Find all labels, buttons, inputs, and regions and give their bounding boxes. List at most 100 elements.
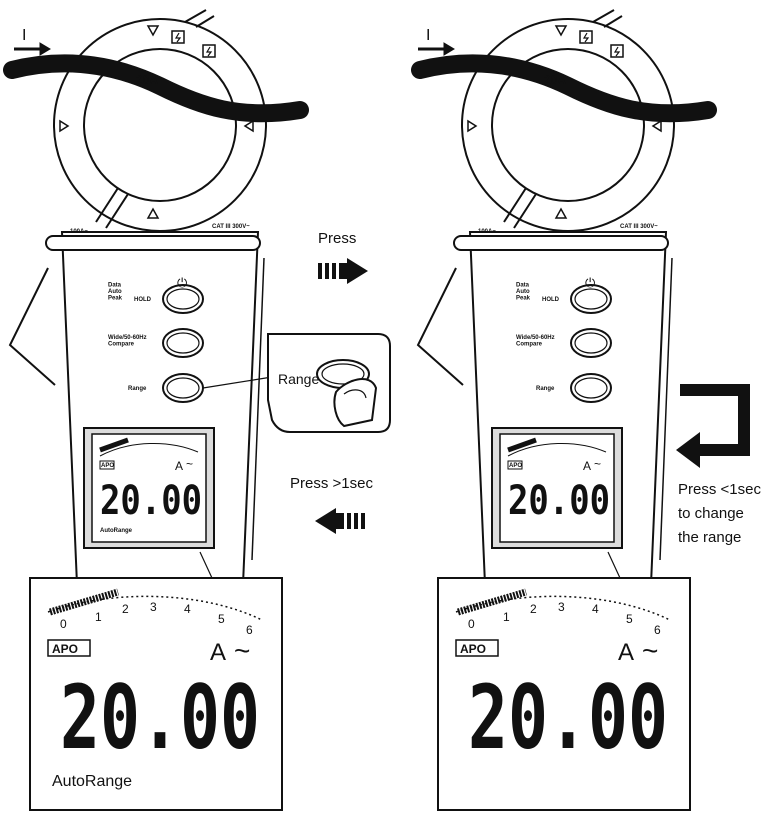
current-arrow-head-icon <box>443 42 455 56</box>
lcd-zoom-unit: A <box>210 639 226 666</box>
label-line: Data <box>516 283 530 289</box>
range-label: Range <box>536 386 555 392</box>
lightning-icon-2 <box>205 46 213 57</box>
scale-tick: 2 <box>530 602 537 616</box>
power-icon: ⏻ <box>585 275 595 290</box>
dash-4 <box>336 513 344 529</box>
scale-tick: 1 <box>95 610 102 624</box>
right-rating-label: CAT III 300V~ <box>620 224 658 230</box>
scale-tick: 3 <box>150 600 157 614</box>
lightning-icon-1 <box>174 32 182 43</box>
hold-button[interactable] <box>570 284 612 314</box>
range-button[interactable] <box>570 373 612 403</box>
scale-tick: 0 <box>468 617 475 631</box>
label-line: Wide/50-60Hz <box>516 335 555 341</box>
scale-tick: 1 <box>503 610 510 624</box>
hold-button-inner <box>166 288 200 310</box>
wide-button[interactable] <box>570 328 612 358</box>
press-short-line: the range <box>678 529 742 546</box>
dash-2 <box>354 513 358 529</box>
lcd-reading: 20.00 <box>508 478 610 524</box>
lcd-ac-icon: ~ <box>594 457 601 471</box>
hold-label: HOLD <box>542 297 560 303</box>
press-short-loop-arrow <box>676 384 750 468</box>
clamp-trigger <box>416 267 464 386</box>
left-rating-label: 100A~ <box>478 229 496 235</box>
jaw-triangle-right-icon <box>243 119 254 133</box>
lcd-zoom-ac-icon: ~ <box>234 635 250 666</box>
lcd-zoom-unit: A <box>618 639 634 666</box>
press-long-arrow-left <box>315 508 365 534</box>
dash-3 <box>347 513 351 529</box>
lcd-zoom-reading: 20.00 <box>468 666 668 769</box>
lcd-unit: A <box>583 459 591 473</box>
finger-icon <box>333 378 378 428</box>
jaw-split-bottom <box>95 187 119 223</box>
scale-tick: 2 <box>122 602 129 616</box>
dash-3 <box>332 263 336 279</box>
jaw-range-label: 20A <box>544 73 566 87</box>
jaw-triangle-right-icon <box>651 119 662 133</box>
dash-2 <box>325 263 329 279</box>
label-line: Auto <box>108 289 122 295</box>
jaw-split-bottom-2 <box>513 193 537 229</box>
label-line: Compare <box>516 341 543 347</box>
hazard-box-icon-1 <box>171 30 185 44</box>
hold-button[interactable] <box>162 284 204 314</box>
wide-button[interactable] <box>162 328 204 358</box>
dash-4 <box>339 263 347 279</box>
current-arrow-head-icon <box>39 42 51 56</box>
range-button-inner <box>574 377 608 399</box>
lcd-bargraph <box>99 437 129 453</box>
loop-arrow-icon <box>676 384 750 468</box>
current-label: I <box>22 27 26 44</box>
scale-tick: 4 <box>592 602 599 616</box>
lcd-zoom-apo-box <box>47 639 91 657</box>
left-rating-label: 100A~ <box>70 229 88 235</box>
press-long-arrow-head-icon <box>315 508 336 534</box>
jaw-split-top <box>184 9 207 23</box>
range-button-inner <box>166 377 200 399</box>
press-arrow-head-icon <box>347 258 368 284</box>
jaw-triangle-left-icon <box>59 119 70 133</box>
lcd-bargraph <box>507 437 537 453</box>
jaw-triangle-top-icon <box>146 25 160 37</box>
lcd-apo-box <box>99 460 115 470</box>
lcd-unit: A <box>175 459 183 473</box>
body-collar <box>45 235 261 251</box>
clamp-meter-right <box>411 9 717 811</box>
fingernail-icon <box>343 389 367 399</box>
current-label: I <box>426 27 430 44</box>
body-collar <box>453 235 669 251</box>
lcd-zoom-scale-ticks: 0 1 2 3 4 5 6 <box>468 600 661 637</box>
clamp-trigger <box>8 267 56 386</box>
label-line: Compare <box>108 341 135 347</box>
lcd-zoom-apo-text: APO <box>460 642 486 656</box>
zoom-range-button-inner <box>321 363 365 385</box>
lcd-zoom-apo-text: APO <box>52 642 78 656</box>
lcd-apo-text: APO <box>509 463 522 469</box>
label-line: Peak <box>108 296 123 302</box>
zoom-leader <box>607 551 621 579</box>
scale-tick: 6 <box>654 623 661 637</box>
hold-button-inner <box>574 288 608 310</box>
wide-button-inner <box>574 332 608 354</box>
press-label: Press <box>318 230 356 247</box>
label-line: Peak <box>516 296 531 302</box>
lcd-zoom-ac-icon: ~ <box>642 635 658 666</box>
power-icon: ⏻ <box>177 275 187 290</box>
press-short-line: Press <1sec <box>678 481 761 498</box>
conductor-cable <box>3 54 309 123</box>
lcd-screen <box>91 433 207 543</box>
jaw-triangle-top-icon <box>554 25 568 37</box>
press-arrow-right <box>318 258 368 284</box>
range-label: Range <box>128 386 147 392</box>
conductor-cable <box>411 54 717 123</box>
lcd-apo-text: APO <box>101 463 114 469</box>
label-line: Wide/50-60Hz <box>108 335 147 341</box>
lcd-zoom-reading: 20.00 <box>60 666 260 769</box>
jaw-split-bottom-2 <box>105 193 129 229</box>
